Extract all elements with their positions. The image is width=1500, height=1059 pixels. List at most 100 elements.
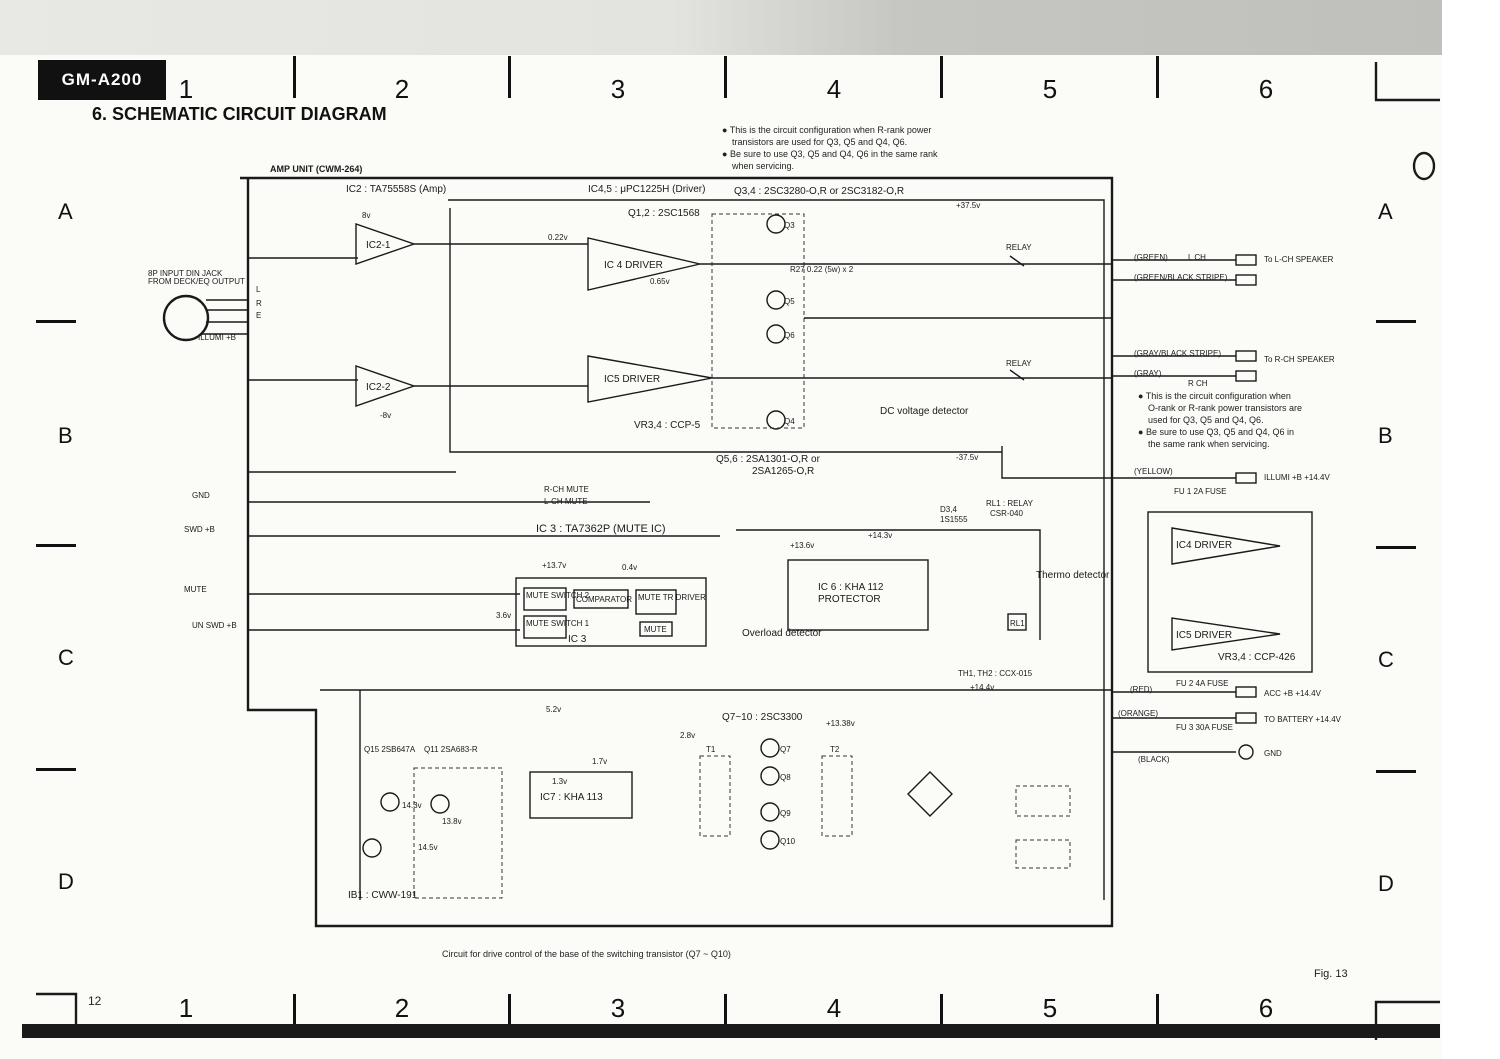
voltage-label: 1.7v xyxy=(592,757,607,766)
grid-tick xyxy=(940,56,943,98)
din-jack-connector xyxy=(162,294,210,342)
q11-label: Q11 2SA683-R xyxy=(424,745,478,754)
driver-ic5 xyxy=(587,355,713,403)
grid-tick xyxy=(36,544,76,547)
column-number-bottom: 4 xyxy=(826,993,842,1023)
voltage-label: 13.8v xyxy=(442,817,462,826)
comparator xyxy=(573,589,629,609)
amp-unit-outline xyxy=(240,176,1114,928)
output-dest-label: To L-CH SPEAKER xyxy=(1264,255,1334,264)
transistor-q8 xyxy=(760,766,780,786)
q15-label: Q15 2SB647A xyxy=(364,745,416,754)
q12-label: Q1,2 : 2SC1568 xyxy=(628,208,700,219)
column-number-top: 6 xyxy=(1258,74,1274,104)
voltage-label: +13.6v xyxy=(790,541,814,550)
column-number-top: 1 xyxy=(178,74,194,104)
note-line: transistors are used for Q3, Q5 and Q4, … xyxy=(732,137,908,147)
q4-label: Q4 xyxy=(784,417,795,426)
output-leads xyxy=(1112,259,1236,753)
transformer-t1 xyxy=(699,755,731,837)
output-ch-label: L CH xyxy=(1188,253,1206,262)
ic3-label: IC 3 : TA7362P (MUTE IC) xyxy=(536,523,666,535)
model-badge: GM-A200 xyxy=(38,60,166,100)
filter-block-top xyxy=(1015,785,1071,817)
rail-negative xyxy=(449,208,1002,453)
row-label-right: B xyxy=(1378,423,1393,448)
transistor-q4 xyxy=(766,410,786,430)
transistor-q3 xyxy=(766,214,786,234)
mute-switch-1-label: MUTE SWITCH 1 xyxy=(526,619,590,628)
output-wire-label: (GRAY) xyxy=(1134,369,1162,378)
unswd-label: UN SWD +B xyxy=(192,621,237,630)
inset-ic5 xyxy=(1171,617,1281,651)
ic7-label: IC7 : KHA 113 xyxy=(540,792,603,803)
illumi-label: ILLUMI +B xyxy=(198,333,236,342)
rch-mute-label: R-CH MUTE xyxy=(544,485,589,494)
output-plug xyxy=(1235,350,1257,362)
transformer-t2 xyxy=(821,755,853,837)
comparator-label: COMPARATOR xyxy=(576,595,632,604)
output-plug xyxy=(1235,472,1257,484)
d34-label-2: 1S1555 xyxy=(940,515,968,524)
mute-switch-2-label: MUTE SWITCH 2 xyxy=(526,591,590,600)
dc-detector-label: DC voltage detector xyxy=(880,406,969,417)
power-stage-box xyxy=(711,213,805,429)
transistor-q6 xyxy=(766,324,786,344)
voltage-label: -37.5v xyxy=(956,453,978,462)
voltage-label: +13.38v xyxy=(826,719,855,728)
voltage-label: 5.2v xyxy=(546,705,561,714)
output-dest-label: ILLUMI +B +14.4V xyxy=(1264,473,1330,482)
column-number-bottom: 2 xyxy=(394,993,410,1023)
q5-label: Q5 xyxy=(784,297,795,306)
column-number-top: 5 xyxy=(1042,74,1058,104)
note-right: ● This is the circuit configuration when… xyxy=(1138,390,1302,450)
output-wire-label: (GRAY/BLACK STRIPE) xyxy=(1134,349,1221,358)
relay-label-r: RELAY xyxy=(1006,359,1032,368)
relay-contact-l xyxy=(1009,255,1025,267)
scan-noise-band xyxy=(0,0,1500,55)
grid-tick xyxy=(1376,770,1416,773)
rl1-label: RL1 : RELAY xyxy=(986,499,1034,508)
inset-driver-box xyxy=(1147,511,1313,673)
transistor-q15 xyxy=(380,792,400,812)
opamp-ic2-2 xyxy=(355,365,417,407)
ic3-block-label: IC 3 xyxy=(568,634,587,645)
grid-tick xyxy=(508,56,511,98)
ic3-mute-block xyxy=(515,577,707,647)
grid-tick xyxy=(1376,546,1416,549)
voltage-label: 0.4v xyxy=(622,563,637,572)
output-fuse-label: FU 2 4A FUSE xyxy=(1176,679,1228,688)
column-number-bottom: 6 xyxy=(1258,993,1274,1023)
grid-tick xyxy=(293,56,296,98)
thermo-detector-label: Thermo detector xyxy=(1036,570,1110,581)
corner-mark xyxy=(1374,62,1440,102)
output-dest-label: To R-CH SPEAKER xyxy=(1264,355,1335,364)
illumi-out xyxy=(1001,446,1112,479)
transistor-q9 xyxy=(760,802,780,822)
ic2-2-label: IC2-2 xyxy=(366,382,391,393)
output-plug xyxy=(1235,370,1257,382)
row-label-right: C xyxy=(1378,647,1394,672)
column-number-top: 4 xyxy=(826,74,842,104)
voltage-label: +14.3v xyxy=(868,531,892,540)
mute-switch-1 xyxy=(523,615,567,639)
output-plug xyxy=(1235,712,1257,724)
grid-tick xyxy=(940,994,943,1036)
voltage-label: 3.6v xyxy=(496,611,511,620)
ic2-label: IC2 : TA75558S (Amp) xyxy=(346,184,446,195)
ic45-label: IC4,5 : μPC1225H (Driver) xyxy=(588,184,705,195)
bridge-rectifier xyxy=(907,771,953,817)
grid-tick xyxy=(293,994,296,1036)
transistor-q11 xyxy=(430,794,450,814)
page-title: 6. SCHEMATIC CIRCUIT DIAGRAM xyxy=(92,104,387,124)
q8-label: Q8 xyxy=(780,773,791,782)
output-wire-label: (ORANGE) xyxy=(1118,709,1158,718)
row-label-left: D xyxy=(58,869,74,894)
mute-label: MUTE xyxy=(184,585,207,594)
pin-l-label: L xyxy=(256,285,261,294)
note-line: when servicing. xyxy=(732,161,795,171)
output-wire-label: (GREEN/BLACK STRIPE) xyxy=(1134,273,1228,282)
q34-label: Q3,4 : 2SC3280-O,R or 2SC3182-O,R xyxy=(734,186,904,197)
inset-ic4 xyxy=(1171,527,1281,565)
